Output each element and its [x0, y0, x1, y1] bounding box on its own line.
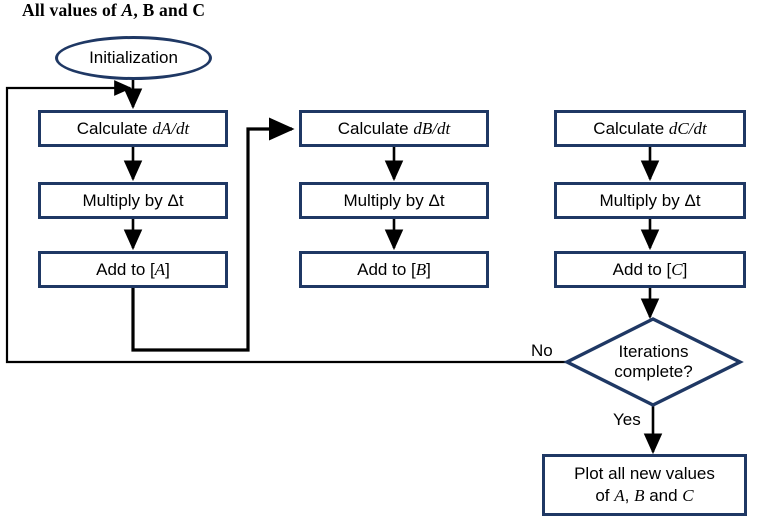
node-multiply-dt-a[interactable]: Multiply by Δt — [38, 182, 228, 219]
node-calculate-da-dt-label: Calculate dA/dt — [76, 118, 190, 138]
edge-add-a-to-calc-b — [131, 117, 295, 352]
title-suffix: , B and C — [133, 0, 206, 20]
node-add-to-c[interactable]: Add to [C] — [554, 251, 746, 288]
node-multiply-dt-b-label: Multiply by Δt — [343, 190, 445, 210]
plot-label-line2: of A, B and C — [595, 486, 694, 505]
node-multiply-dt-c[interactable]: Multiply by Δt — [554, 182, 746, 219]
node-multiply-dt-b[interactable]: Multiply by Δt — [299, 182, 489, 219]
plot-label-group: Plot all new values of A, B and C — [574, 464, 715, 505]
node-calculate-dc-dt[interactable]: Calculate dC/dt — [554, 110, 746, 147]
node-plot-all-new-values[interactable]: Plot all new values of A, B and C — [542, 454, 747, 516]
node-add-to-b-label: Add to [B] — [357, 259, 431, 279]
node-add-to-b[interactable]: Add to [B] — [299, 251, 489, 288]
decision-label-group: Iterations complete? — [567, 319, 740, 405]
edge-label-yes: Yes — [613, 410, 641, 429]
title-italic-a: A — [121, 0, 134, 20]
node-calculate-db-dt[interactable]: Calculate dB/dt — [299, 110, 489, 147]
node-initialization[interactable]: Initialization — [55, 36, 212, 80]
node-multiply-dt-a-label: Multiply by Δt — [82, 190, 184, 210]
node-multiply-dt-c-label: Multiply by Δt — [599, 190, 701, 210]
plot-label-line1: Plot all new values — [574, 464, 715, 484]
node-calculate-da-dt[interactable]: Calculate dA/dt — [38, 110, 228, 147]
node-decision-iterations-complete[interactable]: Iterations complete? — [567, 319, 740, 405]
node-add-to-a-label: Add to [A] — [96, 259, 170, 279]
edge-label-no: No — [531, 341, 553, 360]
node-calculate-dc-dt-label: Calculate dC/dt — [593, 118, 707, 138]
node-initialization-label: Initialization — [89, 48, 178, 68]
decision-label-line1: Iterations — [618, 342, 689, 362]
title-prefix: All values of — [22, 0, 122, 20]
node-add-to-a[interactable]: Add to [A] — [38, 251, 228, 288]
node-calculate-db-dt-label: Calculate dB/dt — [337, 118, 451, 138]
node-add-to-c-label: Add to [C] — [612, 259, 688, 279]
page-title: All values of A, B and C — [22, 0, 205, 21]
decision-label-line2: complete? — [614, 362, 693, 381]
